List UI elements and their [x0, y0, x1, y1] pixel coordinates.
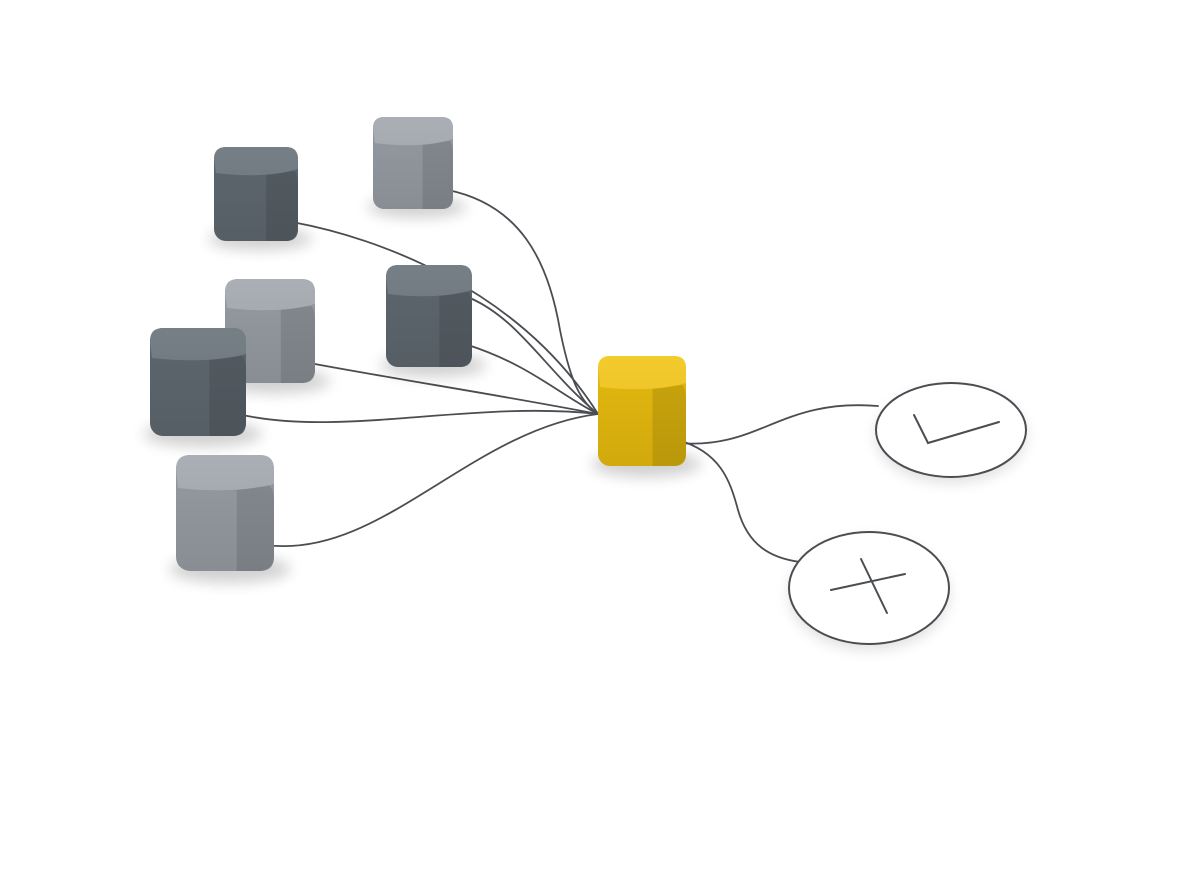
cubes — [143, 117, 701, 583]
source-cube-5 — [143, 328, 263, 447]
source-cube-3 — [218, 279, 331, 394]
cross-icon — [830, 558, 906, 614]
success-outcome — [875, 382, 1027, 483]
connector-line — [467, 344, 599, 415]
connector-line — [447, 189, 599, 415]
source-cube-6 — [169, 455, 291, 583]
outcomes — [788, 382, 1027, 650]
hub-cube — [591, 356, 701, 478]
failure-outcome — [788, 531, 950, 650]
connector-line — [469, 297, 599, 415]
connector-line — [265, 413, 599, 548]
source-cube-2 — [367, 117, 467, 219]
connector-line — [677, 439, 801, 563]
source-cube-4 — [379, 265, 487, 378]
connector-line — [237, 409, 599, 424]
connectors — [237, 189, 879, 563]
connector-line — [303, 361, 599, 415]
check-icon — [913, 414, 1000, 445]
source-cube-1 — [208, 147, 313, 251]
connector-line — [677, 404, 879, 445]
